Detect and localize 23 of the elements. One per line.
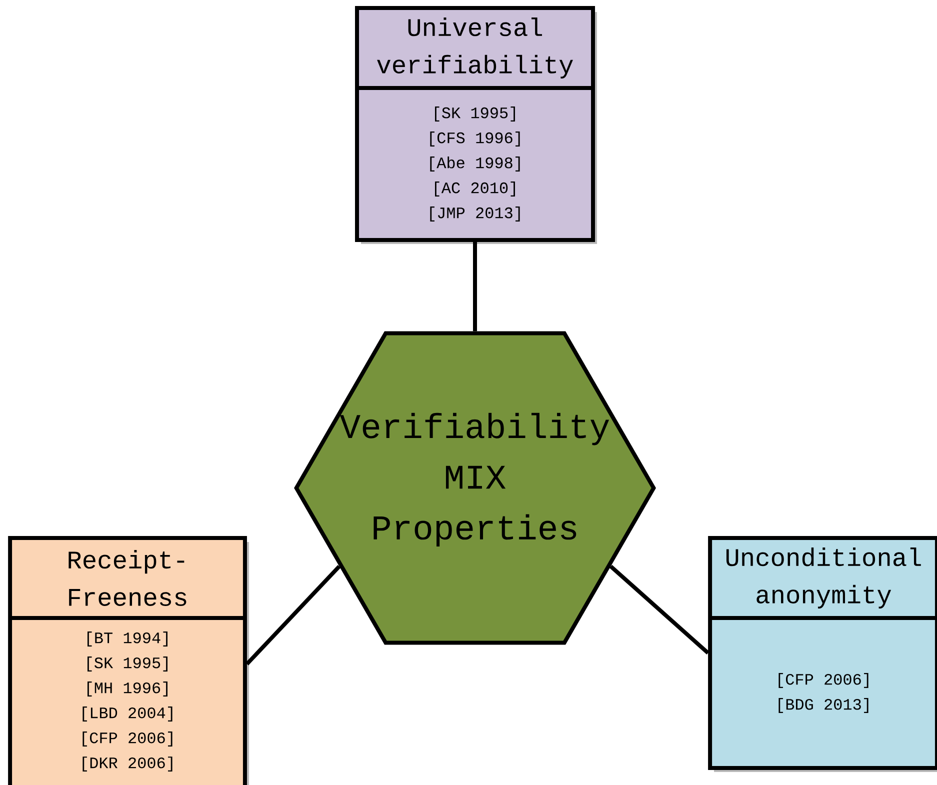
citation: [MH 1996] (88, 682, 168, 696)
citation: [BT 1994] (88, 632, 168, 646)
citation: [CFP 2006] (82, 732, 172, 746)
citation: [SK 1995] (88, 656, 168, 672)
connector-line (609, 564, 710, 654)
box-heading: Receipt-Freeness (68, 550, 186, 606)
property-box (708, 536, 937, 772)
citation: [Abe 1998] (430, 156, 520, 172)
box-heading: Unconditional anonymity (726, 548, 921, 608)
citation: [LBD 2004] (82, 706, 172, 722)
citation: [DKR 2006] (82, 756, 172, 772)
property-box (8, 536, 249, 785)
citation: [AC 2010] (435, 182, 515, 196)
citation: [BDG 2013] (778, 698, 868, 713)
citation: [CFP 2006] (778, 673, 868, 688)
property-box (355, 6, 597, 244)
connector-line (473, 242, 477, 332)
citation: [SK 1995] (435, 106, 515, 122)
box-heading: Universal verifiability (377, 18, 573, 78)
connector-line (246, 565, 341, 666)
hexagon: Verifiability MIX Properties (294, 331, 656, 645)
citation: [CFS 1996] (430, 132, 520, 146)
citation: [JMP 2013] (430, 206, 520, 222)
